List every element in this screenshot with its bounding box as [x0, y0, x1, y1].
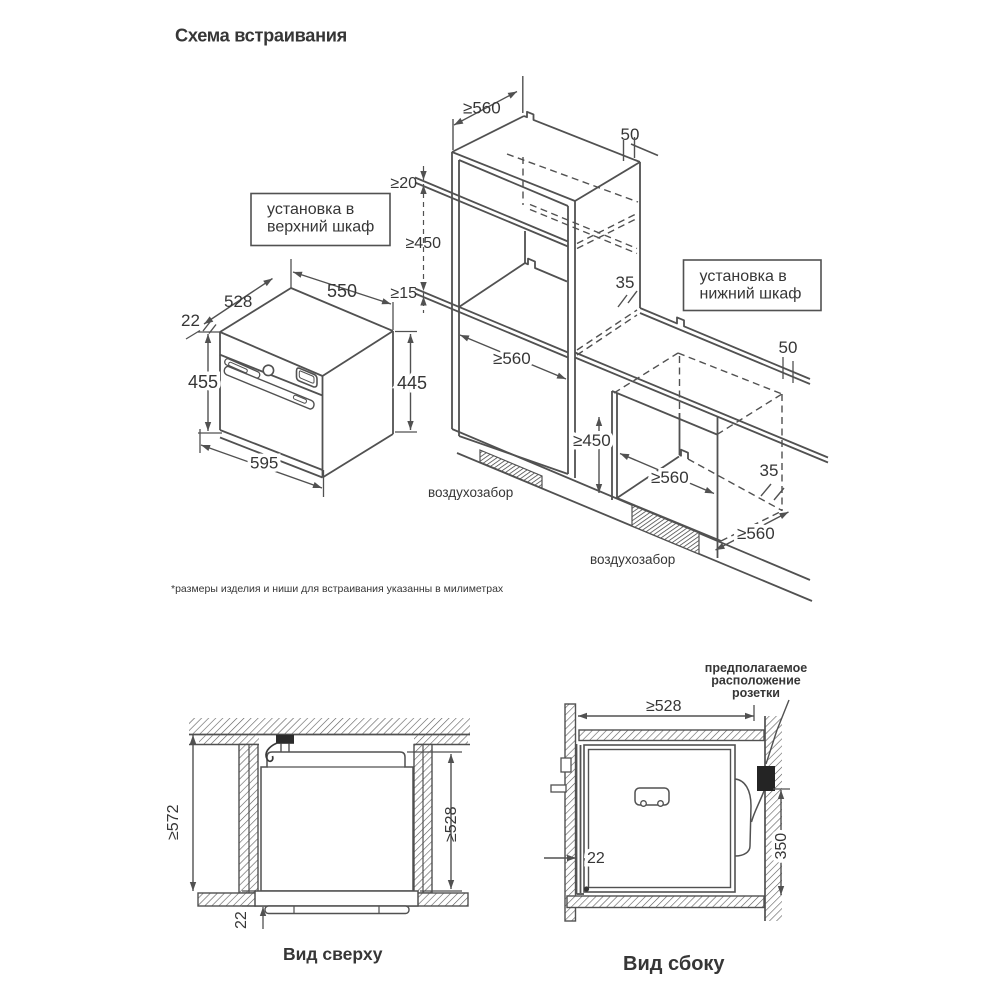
svg-text:расположение: расположение — [711, 674, 801, 688]
svg-text:455: 455 — [188, 372, 218, 392]
svg-text:воздухозабор: воздухозабор — [590, 552, 675, 567]
svg-text:350: 350 — [773, 833, 790, 860]
svg-text:≥450: ≥450 — [573, 431, 611, 450]
svg-text:Схема встраивания: Схема встраивания — [175, 26, 347, 46]
svg-text:≥560: ≥560 — [651, 468, 689, 487]
svg-text:35: 35 — [616, 273, 635, 292]
svg-text:22: 22 — [181, 311, 200, 330]
svg-text:≥20: ≥20 — [390, 175, 417, 192]
svg-text:528: 528 — [224, 292, 252, 311]
svg-text:розетки: розетки — [732, 686, 780, 700]
svg-text:595: 595 — [250, 454, 278, 473]
svg-text:≥560: ≥560 — [493, 349, 531, 368]
svg-text:≥572: ≥572 — [165, 804, 182, 840]
svg-text:*размеры изделия и ниши для вс: *размеры изделия и ниши для встраивания … — [171, 583, 504, 595]
svg-text:≥560: ≥560 — [737, 524, 775, 543]
svg-text:≥528: ≥528 — [646, 698, 682, 715]
svg-text:нижний шкаф: нижний шкаф — [700, 286, 802, 303]
svg-text:≥450: ≥450 — [406, 235, 442, 252]
svg-text:35: 35 — [760, 461, 779, 480]
svg-text:Вид сверху: Вид сверху — [283, 944, 383, 964]
svg-text:установка в: установка в — [700, 268, 787, 285]
svg-text:22: 22 — [587, 850, 605, 867]
svg-text:50: 50 — [779, 338, 798, 357]
svg-text:550: 550 — [327, 281, 357, 301]
svg-text:≥560: ≥560 — [463, 99, 501, 118]
svg-text:350: 350 — [773, 833, 790, 860]
svg-text:верхний шкаф: верхний шкаф — [267, 219, 374, 236]
svg-text:≥450: ≥450 — [573, 431, 611, 450]
svg-text:≥560: ≥560 — [493, 349, 531, 368]
svg-text:≥15: ≥15 — [390, 285, 417, 302]
svg-text:445: 445 — [397, 373, 427, 393]
svg-text:≥560: ≥560 — [651, 468, 689, 487]
svg-text:595: 595 — [250, 454, 278, 473]
svg-text:предполагаемое: предполагаемое — [705, 661, 808, 675]
svg-text:≥528: ≥528 — [443, 806, 460, 842]
svg-text:Вид сбоку: Вид сбоку — [623, 953, 725, 975]
svg-text:455: 455 — [188, 372, 218, 392]
svg-text:22: 22 — [233, 911, 250, 929]
svg-text:воздухозабор: воздухозабор — [428, 485, 513, 500]
svg-text:≥560: ≥560 — [737, 524, 775, 543]
svg-text:установка в: установка в — [267, 201, 354, 218]
svg-text:445: 445 — [397, 373, 427, 393]
svg-text:22: 22 — [587, 850, 605, 867]
